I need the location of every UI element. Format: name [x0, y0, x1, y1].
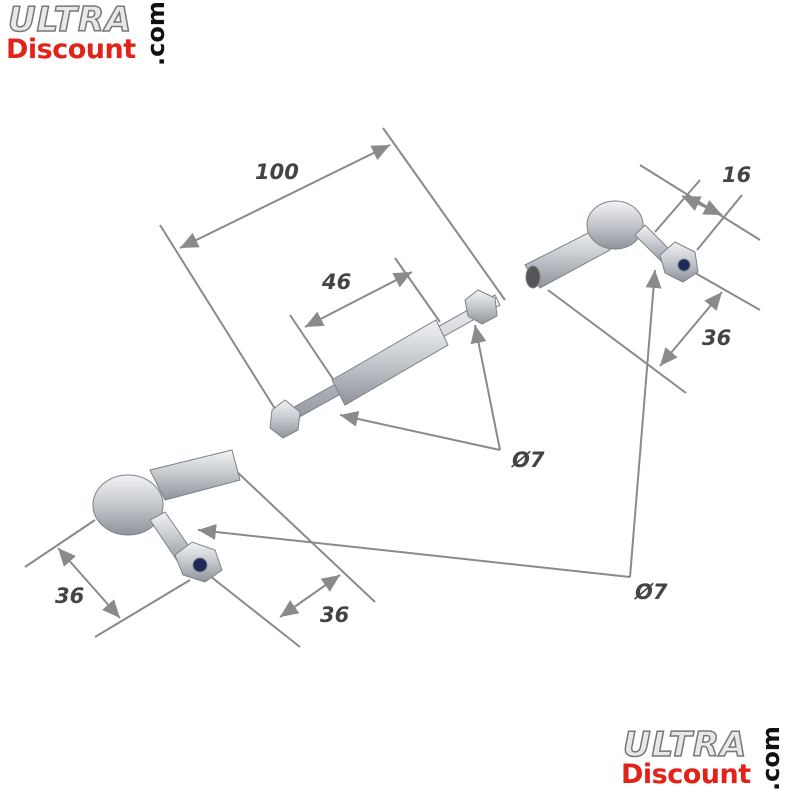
brand-logo-bottom: ULTRA Discount .com — [615, 724, 795, 795]
dim-label-46: 46 — [322, 270, 352, 294]
dim-label-36-left: 36 — [55, 584, 85, 608]
threaded-rod — [269, 289, 501, 439]
logo-discount: Discount — [6, 34, 136, 65]
ball-joint-left — [92, 449, 241, 583]
dim-label-16: 16 — [722, 163, 752, 187]
dim-label-36-right: 36 — [702, 326, 732, 350]
logo-discount: Discount — [621, 759, 751, 790]
dim-label-36-bottom: 36 — [320, 603, 350, 627]
ball-joint-right — [524, 200, 699, 289]
brand-logo-top: ULTRA Discount .com — [0, 0, 180, 70]
dim-label-100: 100 — [255, 160, 299, 184]
dim-label-rod-diameter: Ø7 — [512, 448, 545, 472]
logo-ultra: ULTRA — [7, 0, 133, 41]
dimension-lines — [24, 127, 761, 648]
dim-label-joint-diameter: Ø7 — [635, 580, 668, 604]
logo-ultra: ULTRA — [622, 724, 748, 766]
